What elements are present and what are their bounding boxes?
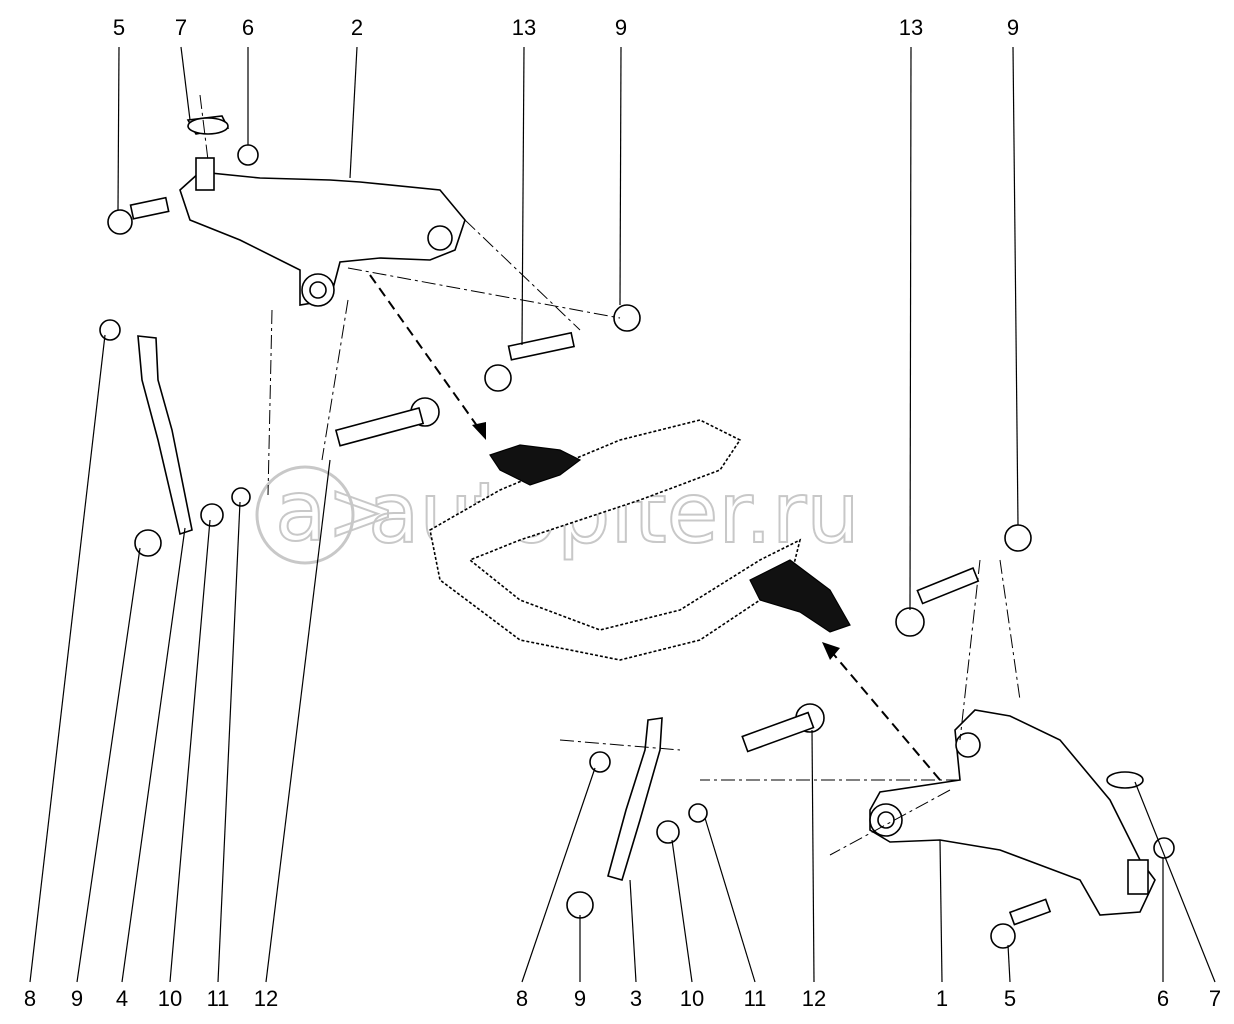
bolt-12-right: [741, 703, 825, 753]
callout-5: 5: [1004, 986, 1016, 1011]
subframe: [429, 419, 851, 661]
callout-6: 6: [242, 15, 254, 40]
bushing-9-bottom: [566, 891, 594, 919]
callout-13: 13: [899, 15, 923, 40]
callout-leader-11: [704, 817, 756, 983]
callout-4: 4: [116, 986, 128, 1011]
callout-8: 8: [24, 986, 36, 1011]
callout-leader-4: [121, 527, 186, 983]
watermark-logo-icon: [255, 465, 355, 565]
callout-leader-13: [909, 46, 912, 611]
bolt-8-right: [589, 751, 611, 773]
link-4: [137, 335, 193, 536]
callout-12: 12: [802, 986, 826, 1011]
callout-1: 1: [936, 986, 948, 1011]
callout-9: 9: [574, 986, 586, 1011]
washer-7-bottom: [1106, 771, 1144, 789]
bushing-9-top: [613, 304, 641, 332]
callout-leader-11: [217, 501, 241, 983]
callout-10: 10: [158, 986, 182, 1011]
callout-leaders: [29, 46, 1216, 983]
callout-leader-7: [1134, 781, 1216, 983]
washer-11-left: [231, 487, 251, 507]
svg-text:a>: a>: [275, 462, 397, 560]
bushing-10-right: [656, 820, 680, 844]
callout-7: 7: [175, 15, 187, 40]
callout-12: 12: [254, 986, 278, 1011]
callout-3: 3: [630, 986, 642, 1011]
callout-leader-9: [619, 46, 622, 306]
bolt-8-left: [99, 319, 121, 341]
lower-arm-2: [179, 157, 466, 307]
callout-leader-10: [169, 519, 211, 983]
callout-leader-7: [180, 46, 191, 121]
callout-9: 9: [615, 15, 627, 40]
bolt-13-top: [484, 331, 576, 392]
lower-arm-1: [869, 709, 1156, 916]
callout-leader-8: [29, 334, 106, 983]
washer-7-top: [187, 117, 229, 135]
callout-leader-8: [521, 767, 596, 983]
callout-10: 10: [680, 986, 704, 1011]
link-3: [607, 717, 663, 881]
callout-leader-2: [349, 46, 358, 179]
callout-13: 13: [512, 15, 536, 40]
callout-leader-3: [629, 879, 637, 983]
bushing-10-left: [200, 503, 224, 527]
callout-leader-1: [939, 839, 943, 983]
callout-leader-12: [811, 729, 815, 983]
callout-leader-12: [265, 459, 331, 983]
callout-7: 7: [1209, 986, 1221, 1011]
callout-leader-10: [671, 839, 693, 983]
callout-9: 9: [71, 986, 83, 1011]
callout-leader-5: [117, 46, 120, 211]
bolt-12-left: [334, 397, 440, 447]
callout-leader-9: [1012, 46, 1019, 526]
callout-labels: 5 7 6 2 13 9 13 9 8 9 4 10 11 12 8 9 3 10 11 12 1 5 6 7: [24, 15, 1221, 1011]
callout-leader-9: [76, 547, 141, 983]
callout-leader-13: [521, 46, 525, 346]
callout-8: 8: [516, 986, 528, 1011]
callout-5: 5: [113, 15, 125, 40]
nut-6-top: [237, 144, 259, 166]
bushing-9-left: [134, 529, 162, 557]
callout-leader-5: [1007, 944, 1011, 983]
callout-9: 9: [1007, 15, 1019, 40]
callout-6: 6: [1157, 986, 1169, 1011]
bolt-5-top: [107, 196, 170, 235]
bolt-13-right: [895, 566, 980, 637]
bolt-5-bottom: [990, 898, 1052, 949]
callout-11: 11: [744, 986, 767, 1011]
washer-11-right: [688, 803, 708, 823]
bushing-9-right: [1004, 524, 1032, 552]
callout-2: 2: [351, 15, 363, 40]
callout-11: 11: [207, 986, 230, 1011]
